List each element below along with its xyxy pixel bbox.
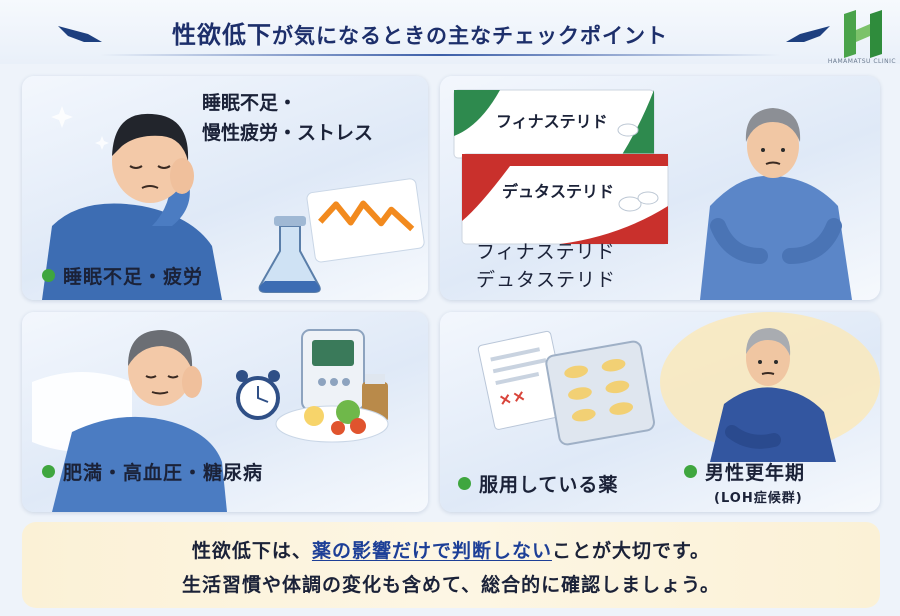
drug-boxes-illustration xyxy=(453,89,852,300)
left-wing-icon xyxy=(58,26,102,42)
lifestyle-illustration xyxy=(32,329,389,512)
panel-sleep-fatigue: 睡眠不足・ 慢性疲労・ストレス 睡眠不足・疲労 xyxy=(22,76,428,300)
sleep-label: 睡眠不足・疲労 xyxy=(42,262,203,289)
medication-label-text: 服用している薬 xyxy=(479,474,619,496)
title-wrap: 性欲低下が気になるときの主なチェックポイント xyxy=(60,12,780,52)
lifestyle-label: 肥満・高血圧・糖尿病 xyxy=(42,458,263,485)
green-bullet-icon xyxy=(42,269,55,282)
sleep-callout-line2: 慢性疲労・ストレス xyxy=(202,122,374,144)
drug-caption-line2: デュタステリド xyxy=(476,269,617,291)
title-underline xyxy=(100,54,780,56)
clinic-logo-icon xyxy=(844,10,882,58)
title-rest: が気になるときの主なチェックポイント xyxy=(272,23,668,48)
summary-line1-emphasis: 薬の影響だけで判断しない xyxy=(311,540,552,562)
drug-caption: フィナステリド デュタステリド xyxy=(476,238,616,294)
loh-label: 男性更年期 (LOH症候群) xyxy=(684,458,805,506)
finasteride-box-label: フィナステリド xyxy=(496,112,608,131)
page-title: 性欲低下が気になるときの主なチェックポイント xyxy=(172,15,668,50)
panel-hair-loss-drugs: フィナステリド デュタステリド フィナステリド デュタステリド xyxy=(440,76,880,300)
panel-lifestyle-disease: 肥満・高血圧・糖尿病 xyxy=(22,312,428,512)
summary-line1-pre: 性欲低下は、 xyxy=(191,540,312,562)
tired-man-illustration xyxy=(42,106,425,300)
summary-line1-post: ことが大切です。 xyxy=(551,540,711,562)
green-bullet-icon xyxy=(684,465,697,478)
green-bullet-icon xyxy=(42,465,55,478)
green-bullet-icon xyxy=(458,477,471,490)
logo-text: HAMAMATSU CLINIC xyxy=(827,58,897,65)
summary-box: 性欲低下は、薬の影響だけで判断しないことが大切です。 生活習慣や体調の変化も含め… xyxy=(22,522,880,608)
summary-line2: 生活習慣や体調の変化も含めて、総合的に確認しましょう。 xyxy=(182,574,720,596)
title-highlight: 性欲低下 xyxy=(172,20,272,49)
panel-medication-loh: 服用している薬 男性更年期 (LOH症候群) xyxy=(440,312,880,512)
sleep-callout: 睡眠不足・ 慢性疲労・ストレス xyxy=(202,88,373,148)
header: 性欲低下が気になるときの主なチェックポイント HAMAMATSU CLINIC xyxy=(0,0,900,65)
drug-caption-line1: フィナステリド xyxy=(476,241,616,263)
right-wing-icon xyxy=(786,26,830,42)
sleep-label-text: 睡眠不足・疲労 xyxy=(63,266,204,288)
loh-label-main: 男性更年期 xyxy=(684,458,805,485)
sleep-callout-line1: 睡眠不足・ xyxy=(202,92,298,114)
loh-label-sub: (LOH症候群) xyxy=(714,491,803,506)
summary-line1: 性欲低下は、薬の影響だけで判断しないことが大切です。 xyxy=(22,536,880,563)
medication-illustration xyxy=(477,312,880,462)
loh-label-text: 男性更年期 xyxy=(705,462,806,484)
medication-label: 服用している薬 xyxy=(458,470,618,497)
dutasteride-box-label: デュタステリド xyxy=(502,182,615,201)
lifestyle-label-text: 肥満・高血圧・糖尿病 xyxy=(63,462,264,484)
